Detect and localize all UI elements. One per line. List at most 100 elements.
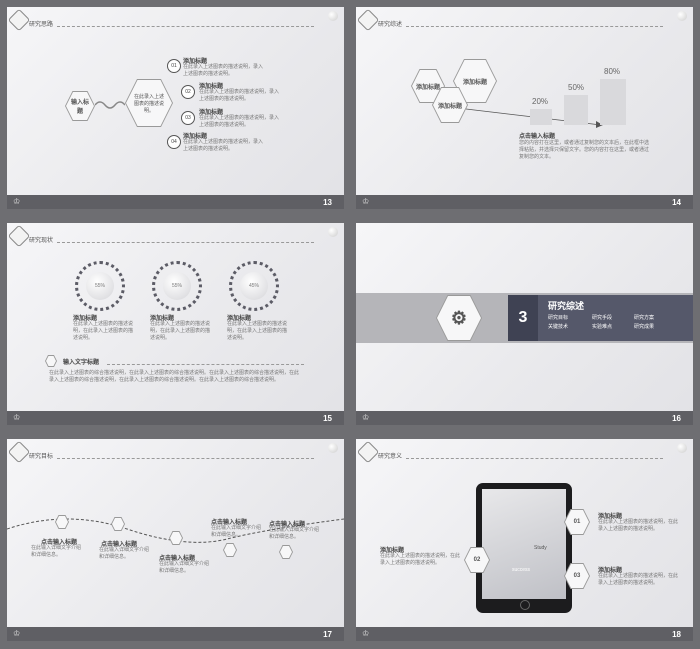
sub-title: 输入文字标题 [63, 360, 100, 366]
title-hex-label: 添加标题 [462, 79, 487, 86]
slide-number: 15 [323, 414, 332, 423]
item-text: 在此录入上述图表的描述说明，录入上述图表的描述说明。 [199, 115, 280, 128]
content-text: 您的内容打在这里，或者通过复制您的文本后，在此框中选择粘贴，并选择只保留文字。您… [519, 140, 650, 160]
slide-header: 研究综述 [378, 22, 403, 28]
header-divider [406, 26, 663, 27]
bar [564, 95, 588, 125]
num-hex: 03 [564, 563, 590, 589]
point-text: 在此输入详细文字介绍和详细信息。 [159, 561, 210, 574]
item-title: 添加标题 [598, 514, 623, 520]
item-text: 在此录入上述图表的描述说明，在此录入上述图表的描述说明。 [380, 553, 461, 566]
gear-icon: ⚙ [450, 307, 468, 328]
section-item: 关键技术 [548, 324, 569, 330]
slide-footer: ♔ 17 [7, 627, 344, 641]
input-hex-label: 输入标题 [70, 100, 89, 115]
section-item: 研究方案 [634, 315, 655, 321]
slide-footer: ♔ 16 [356, 411, 693, 425]
section-box [508, 295, 693, 341]
corner-dot [677, 443, 687, 453]
point-title: 点击输入标题 [269, 522, 306, 528]
slide-header: 研究意义 [378, 454, 403, 460]
crown-icon: ♔ [362, 629, 370, 638]
point-title: 点击输入标题 [211, 520, 248, 526]
subtitle-divider [107, 364, 304, 365]
percent-ring: 55% [152, 261, 202, 311]
slide-number: 16 [672, 414, 681, 423]
header-icon [356, 8, 380, 32]
title-hex-label: 添加标题 [437, 103, 462, 110]
timeline-node [223, 543, 237, 557]
item-num: 02 [181, 85, 195, 99]
timeline-node [169, 531, 183, 545]
crown-icon: ♔ [13, 629, 21, 638]
corner-dot [328, 443, 338, 453]
slide-header: 研究思路 [29, 22, 54, 28]
point-text: 在此输入详细文字介绍和详细信息。 [269, 527, 320, 540]
ring-title: 添加标题 [150, 316, 175, 322]
crown-icon: ♔ [362, 197, 370, 206]
slide-15[interactable]: 研究现状 55% 55% 45% 添加标题 在此录入上述图表的描述说明，在此录入… [7, 223, 344, 425]
timeline-node [111, 517, 125, 531]
tablet-home-button [520, 600, 530, 610]
point-text: 在此输入详细文字介绍和详细信息。 [211, 525, 262, 538]
slide-footer: ♔ 13 [7, 195, 344, 209]
screen-label: Study [534, 545, 547, 551]
item-text: 在此录入上述图表的描述说明，在此录入上述图表的描述说明。 [598, 573, 679, 586]
slide-18[interactable]: 研究意义 Study success 01 02 03 添加标题 在此录入上述图… [356, 439, 693, 641]
slide-number: 14 [672, 198, 681, 207]
title-hex: 添加标题 [432, 87, 468, 123]
bar-percent: 80% [604, 67, 621, 76]
wave-connector [95, 101, 125, 109]
slide-header: 研究现状 [29, 238, 54, 244]
item-title: 添加标题 [598, 568, 623, 574]
header-icon [356, 440, 380, 464]
header-divider [406, 458, 663, 459]
bar [600, 79, 626, 125]
ring-text: 在此录入上述图表的描述说明，在此录入上述图表的描述说明。 [150, 321, 211, 341]
item-title: 添加标题 [380, 548, 405, 554]
header-icon [7, 8, 31, 32]
slide-14[interactable]: 研究综述 添加标题 添加标题 添加标题 20% 50% 80% 点击输入标题 您… [356, 7, 693, 209]
timeline-node [55, 515, 69, 529]
slide-number: 18 [672, 630, 681, 639]
item-num: 04 [167, 135, 181, 149]
header-divider [57, 458, 314, 459]
num-hex: 02 [464, 547, 490, 573]
num-hex-label: 01 [573, 519, 581, 525]
content-title: 点击输入标题 [519, 134, 556, 140]
section-item: 研究手段 [592, 315, 613, 321]
bar-percent: 50% [568, 83, 585, 92]
slide-footer: ♔ 14 [356, 195, 693, 209]
percent-value: 55% [163, 272, 191, 300]
slide-16[interactable]: ⚙ 3 研究综述 研究目标 研究手段 研究方案 关键技术 实验难点 研究成果 ♔… [356, 223, 693, 425]
ring-title: 添加标题 [73, 316, 98, 322]
item-text: 在此录入上述图表的描述说明，在此录入上述图表的描述说明。 [598, 519, 679, 532]
bar-percent: 20% [532, 97, 549, 106]
point-text: 在此输入详细文字介绍和详细信息。 [99, 547, 150, 560]
crown-icon: ♔ [362, 413, 370, 422]
slide-17[interactable]: 研究目标 点击输入标题 在此输入详细文字介绍和详细信息。 点击输入标题 在此输入… [7, 439, 344, 641]
slide-header: 研究目标 [29, 454, 54, 460]
input-hex: 输入标题 [65, 91, 95, 121]
item-num: 01 [167, 59, 181, 73]
item-text: 在此录入上述图表的描述说明，录入上述图表的描述说明。 [199, 89, 280, 102]
num-hex-label: 02 [473, 557, 481, 563]
item-text: 在此录入上述图表的描述说明，录入上述图表的描述说明。 [183, 64, 264, 77]
num-hex: 01 [564, 509, 590, 535]
item-title: 添加标题 [183, 134, 208, 140]
crown-icon: ♔ [13, 197, 21, 206]
crown-icon: ♔ [13, 413, 21, 422]
item-text: 在此录入上述图表的描述说明，录入上述图表的描述说明。 [183, 139, 264, 152]
item-title: 添加标题 [183, 59, 208, 65]
point-text: 在此输入详细文字介绍和详细信息。 [31, 545, 82, 558]
header-divider [57, 26, 314, 27]
bar [530, 109, 552, 125]
point-title: 点击输入标题 [101, 542, 138, 548]
percent-value: 55% [86, 272, 114, 300]
subtitle-hex-icon [45, 355, 57, 367]
num-hex-label: 03 [573, 573, 581, 579]
tablet-screen: Study success [482, 489, 566, 599]
point-title: 点击输入标题 [159, 556, 196, 562]
item-title: 添加标题 [199, 110, 224, 116]
slide-13[interactable]: 研究思路 输入标题 在此录入上述图表的描述说明。 01 添加标题 在此录入上述图… [7, 7, 344, 209]
